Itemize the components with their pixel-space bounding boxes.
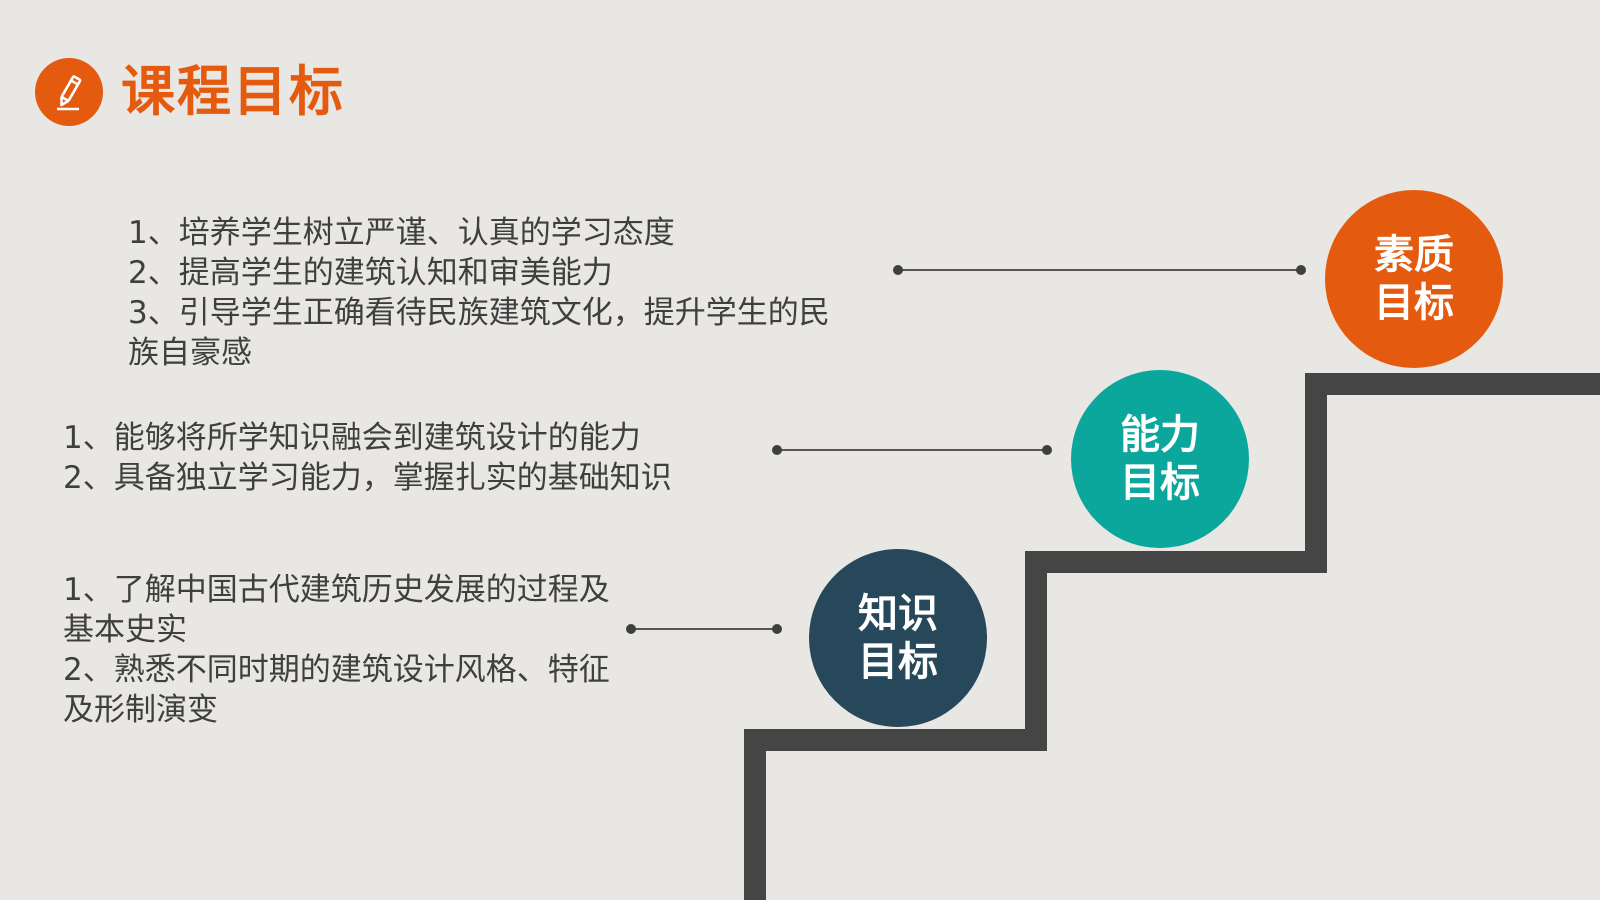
badge-label: 目标 (1374, 280, 1454, 326)
ability-goal-badge: 能力 目标 (1071, 370, 1249, 548)
ability-connector (772, 445, 1052, 455)
pencil-icon (35, 58, 103, 126)
badge-label: 知识 (858, 591, 938, 637)
knowledge-goal-list: 1、了解中国古代建筑历史发展的过程及基本史实 2、熟悉不同时期的建筑设计风格、特… (63, 570, 633, 730)
list-item: 1、了解中国古代建筑历史发展的过程及基本史实 (63, 572, 610, 648)
badge-label: 素质 (1374, 232, 1454, 278)
list-item: 1、培养学生树立严谨、认真的学习态度 (128, 215, 675, 251)
badge-label: 目标 (858, 639, 938, 685)
page-header: 课程目标 (35, 58, 345, 126)
quality-goal-badge: 素质 目标 (1325, 190, 1503, 368)
list-item: 3、引导学生正确看待民族建筑文化，提升学生的民族自豪感 (128, 295, 830, 371)
quality-connector (893, 265, 1306, 275)
connector-dot (772, 624, 782, 634)
list-item: 2、具备独立学习能力，掌握扎实的基础知识 (63, 460, 672, 496)
knowledge-connector (626, 624, 782, 634)
ability-goal-list: 1、能够将所学知识融会到建筑设计的能力 2、具备独立学习能力，掌握扎实的基础知识 (63, 418, 763, 498)
connector-dot (1296, 265, 1306, 275)
connector-dot (1042, 445, 1052, 455)
list-item: 2、熟悉不同时期的建筑设计风格、特征及形制演变 (63, 652, 610, 728)
quality-goal-list: 1、培养学生树立严谨、认真的学习态度 2、提高学生的建筑认知和审美能力 3、引导… (128, 213, 858, 373)
connector-dot (772, 445, 782, 455)
page-title: 课程目标 (121, 60, 345, 123)
badge-label: 能力 (1120, 412, 1200, 458)
badge-label: 目标 (1120, 460, 1200, 506)
list-item: 1、能够将所学知识融会到建筑设计的能力 (63, 420, 641, 456)
knowledge-goal-badge: 知识 目标 (809, 549, 987, 727)
list-item: 2、提高学生的建筑认知和审美能力 (128, 255, 613, 291)
connector-dot (626, 624, 636, 634)
connector-dot (893, 265, 903, 275)
